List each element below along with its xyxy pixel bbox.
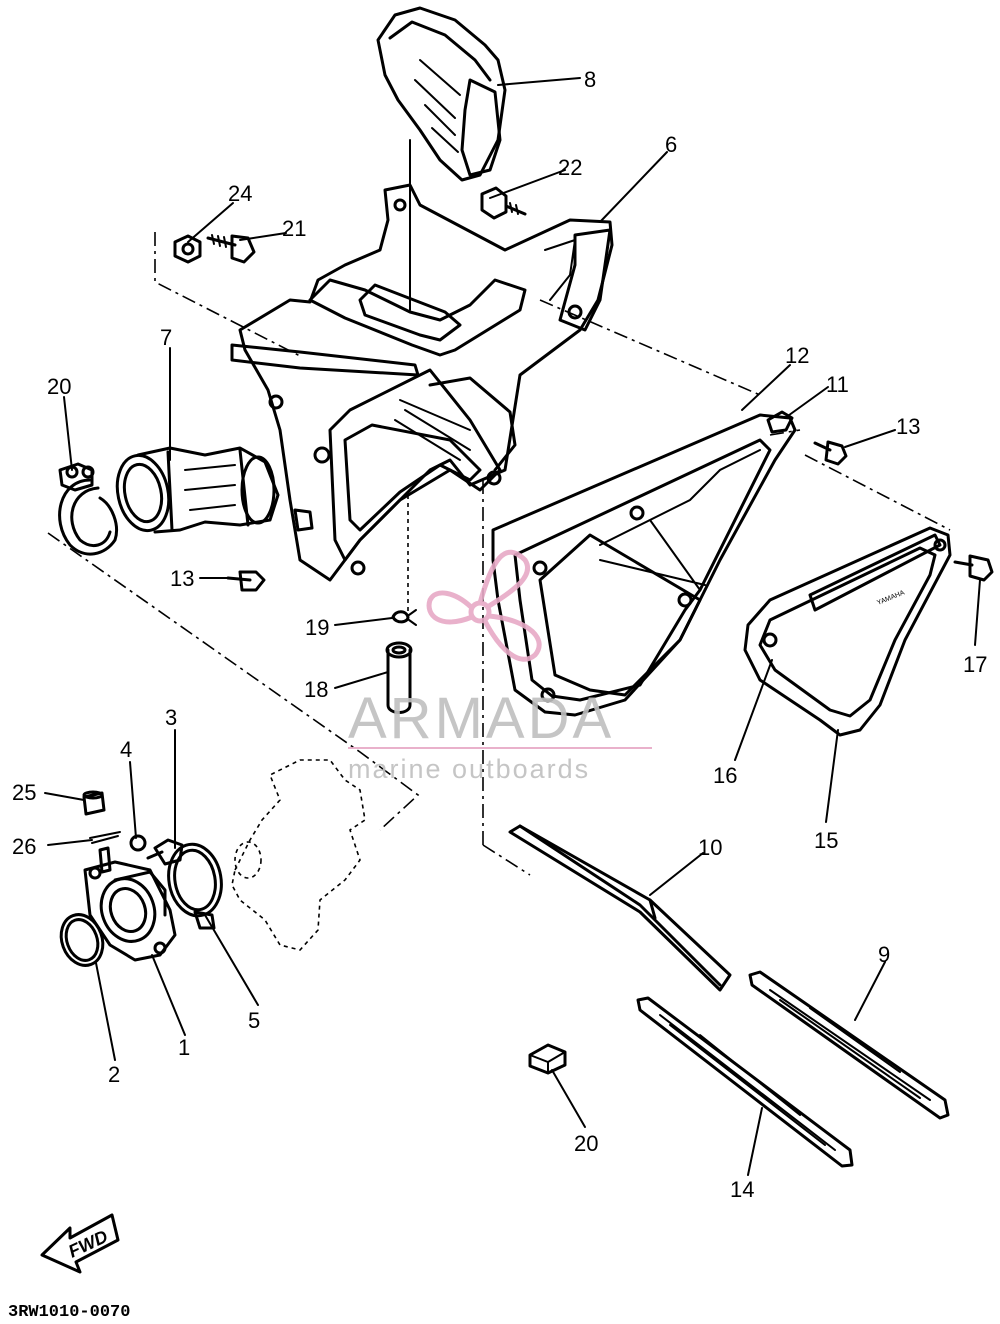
callout-2: 2 [108,1062,120,1087]
callout-26: 26 [12,834,36,859]
callout-18: 18 [304,677,328,702]
logo-hub-icon [468,600,492,624]
callout-22: 21 [282,216,306,241]
callouts: 8 22 6 24 21 7 20 13 19 18 12 11 13 17 1… [12,67,987,1202]
part-3-plug [146,838,184,866]
part-11-gasket [766,410,794,434]
callout-5: 5 [248,1008,260,1033]
part-17-bolt [953,554,994,582]
carburetor-outline [231,759,366,951]
callout-12: 12 [785,343,809,368]
callout-13-left: 13 [170,566,194,591]
callout-16: 16 [713,763,737,788]
leader-lines [44,77,981,1176]
part-22-bolt [206,234,256,264]
part-12-element-cage [491,413,797,717]
callout-4: 4 [120,737,132,762]
callout-19: 19 [305,615,329,640]
part-23-bolt [480,186,527,220]
callout-1: 1 [178,1035,190,1060]
callout-23: 22 [558,155,582,180]
part-2-o-ring [59,913,105,967]
callout-7: 7 [160,325,172,350]
part-26-clip [89,831,121,844]
callout-17: 17 [963,652,987,677]
part-20-block [528,1043,567,1075]
callout-8: 8 [584,67,596,92]
part-14-screen [636,996,854,1168]
part-24-nut [173,234,202,264]
part-25-pin [82,790,106,816]
part-13-screw-left [226,570,266,592]
callout-14: 14 [730,1177,754,1202]
watermark-subtitle: marine outboards [348,754,590,784]
callout-11: 11 [826,372,849,397]
fwd-arrow-icon: FWD [40,1213,120,1274]
part-6-air-box [230,183,614,582]
callout-10: 10 [698,835,722,860]
callout-20: 20 [574,1131,598,1156]
callout-6: 6 [665,132,677,157]
part-10-filter-element [508,824,732,992]
watermark-title: ARMADA [348,686,614,751]
callout-15: 15 [814,828,838,853]
callout-13-right: 13 [896,414,920,439]
part-18-drain-pipe [385,641,413,714]
cover-brand-text: YAMAHA [876,589,906,606]
callout-21: 20 [47,374,71,399]
callout-9: 9 [878,942,890,967]
part-15-16-cover: YAMAHA [743,526,952,737]
part-19-clip [391,609,417,626]
assembly-lines [47,139,951,876]
part-9-screen [748,970,950,1120]
part-5-clamp [167,842,223,930]
callout-25: 25 [12,780,36,805]
drawing-code: 3RW1010-0070 [8,1303,130,1322]
part-13-screw-right [813,440,848,466]
watermark-logo: ARMADA marine outboards [348,549,652,784]
part-7-intake-joint [115,446,280,534]
part-21-clamp [58,462,118,556]
callout-24: 24 [228,181,252,206]
callout-3: 3 [165,705,177,730]
part-4-washer [129,834,147,852]
part-8-intake-duct [376,6,507,182]
